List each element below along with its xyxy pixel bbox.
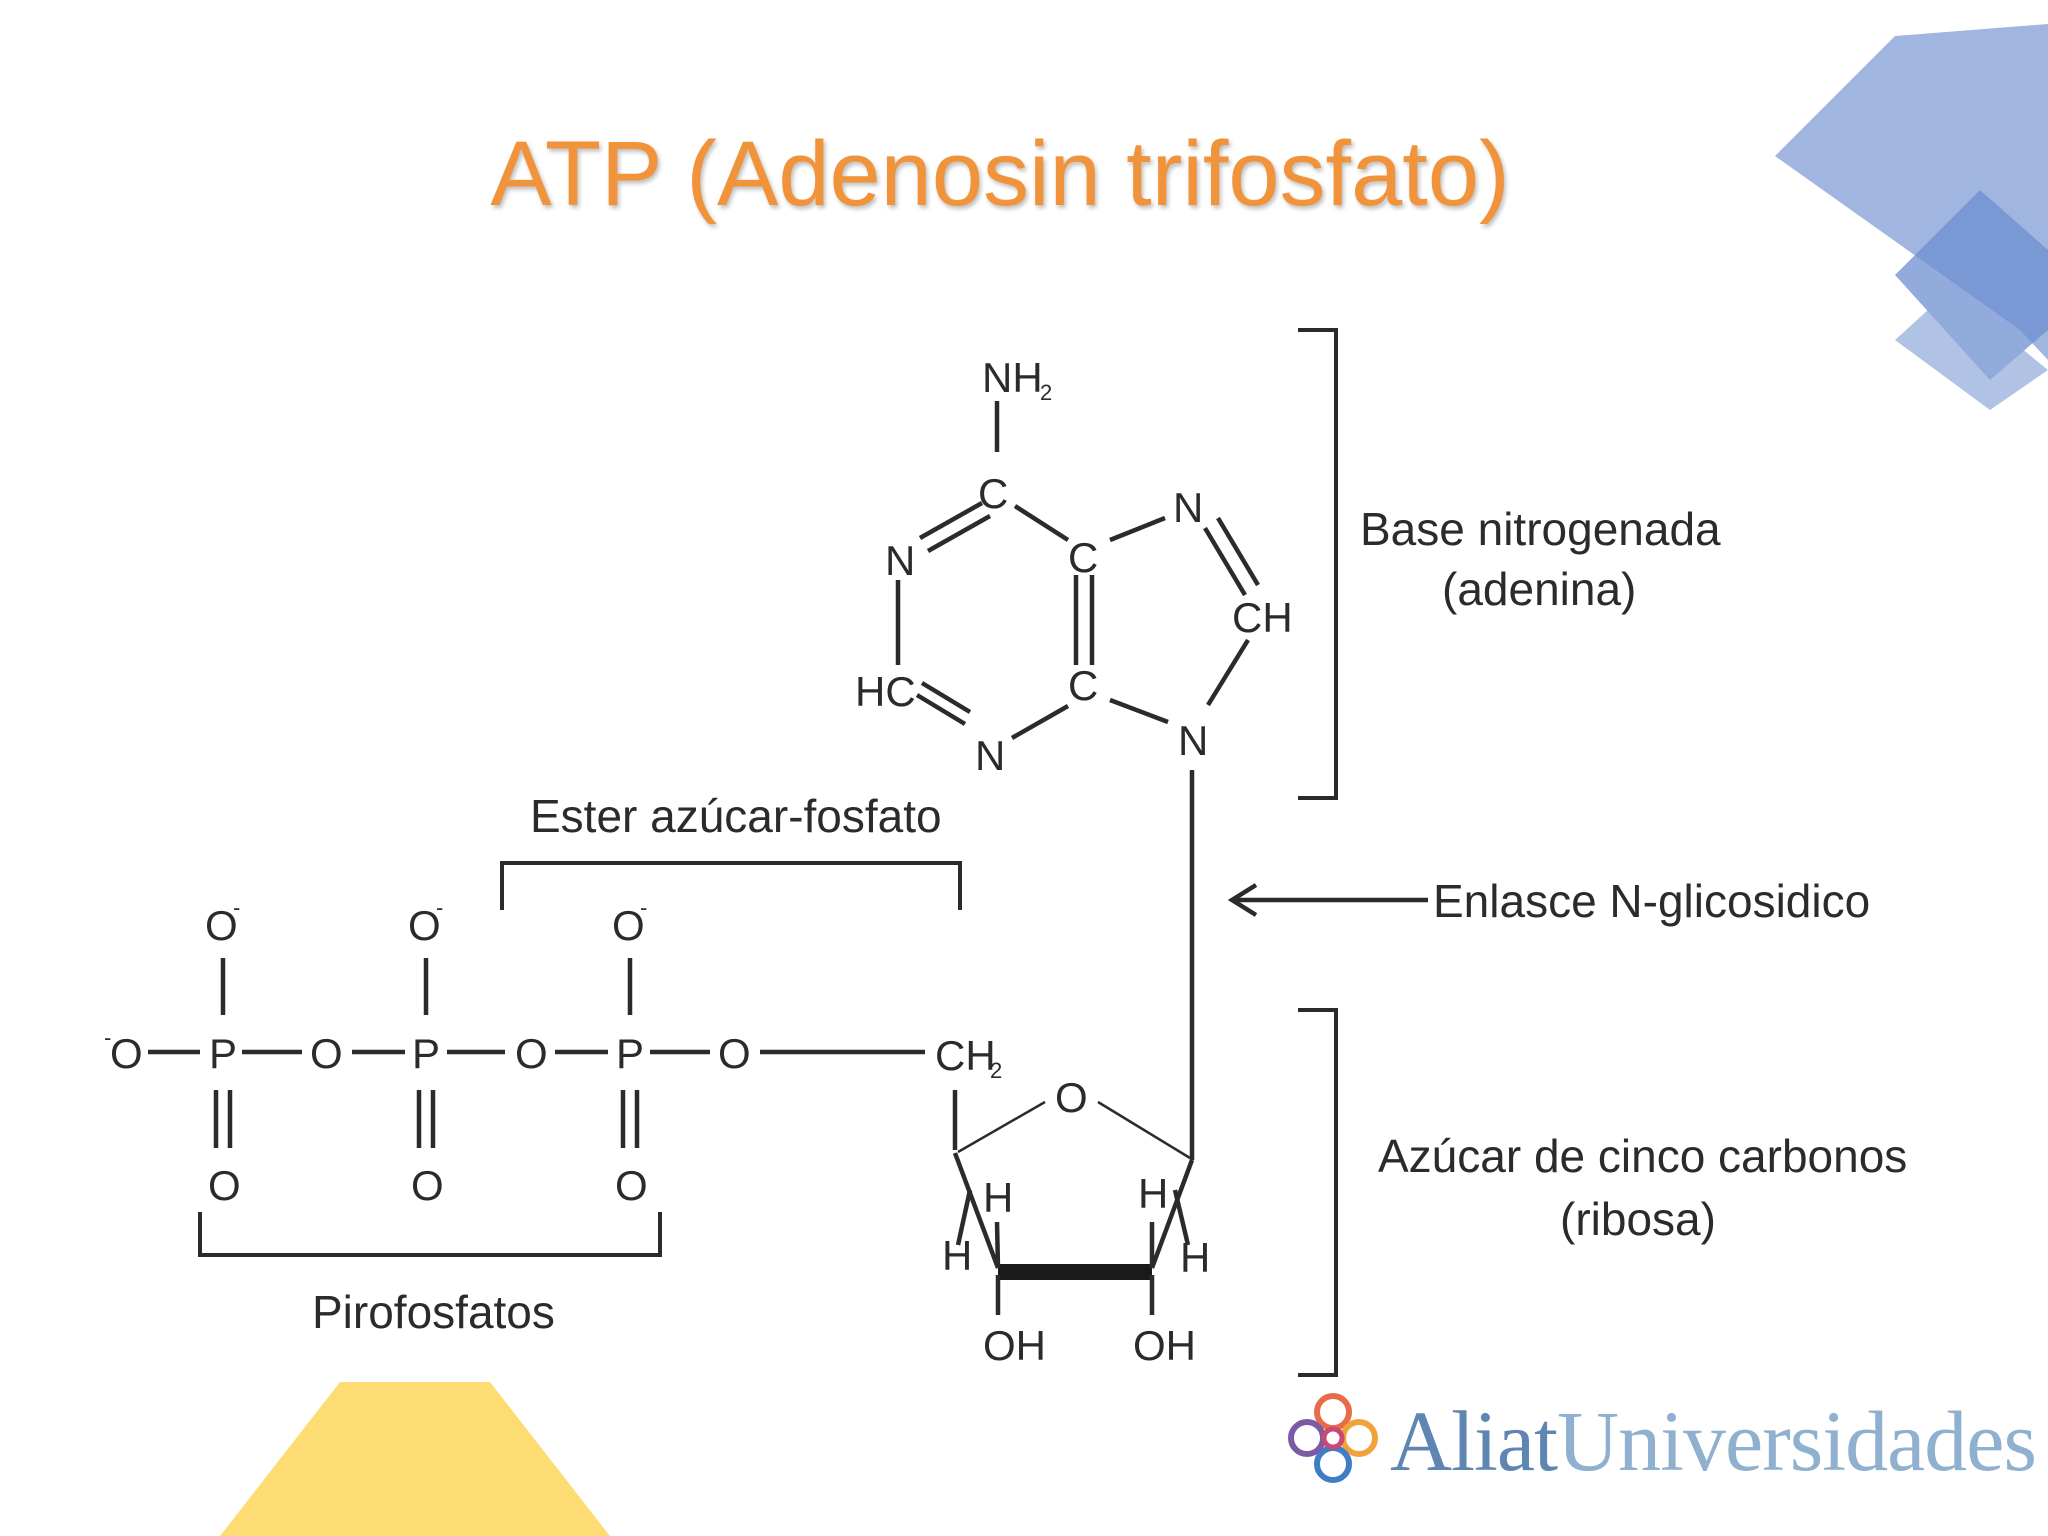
sugar-bracket — [1298, 1008, 1338, 1377]
atom-terminal-minus: - — [104, 1025, 111, 1050]
atom-o-bridge-1: O — [310, 1030, 343, 1077]
atom-h-right-inner: H — [1138, 1170, 1168, 1217]
adenine-atoms: NH 2 C N C N CH HC C N N — [855, 354, 1293, 779]
atom-ch8: CH — [1232, 594, 1293, 641]
glycosidic-arrow — [1227, 883, 1428, 917]
slide-title: ATP (Adenosin trifosfato) — [490, 123, 1510, 225]
phosphate-atoms: - O P O P O P O O - O - O - O O O — [104, 895, 751, 1209]
atom-h-left-outer: H — [942, 1232, 972, 1279]
atom-o-top-2: O — [408, 902, 441, 949]
label-glycosidic-bond: Enlasce N-glicosidico — [1433, 875, 1870, 927]
pyrophosphate-bracket — [198, 1212, 662, 1257]
atom-p1: P — [209, 1030, 237, 1077]
aliat-flower-icon — [1288, 1393, 1378, 1483]
atom-c6: C — [978, 470, 1008, 517]
atom-h-right-outer: H — [1180, 1234, 1210, 1281]
yellow-corner-shape — [220, 1382, 610, 1536]
atom-n3: N — [975, 732, 1005, 779]
base-bracket — [1298, 328, 1338, 800]
atom-c4: C — [1068, 662, 1098, 709]
atom-o-terminal: O — [110, 1030, 143, 1077]
atom-o-top-3: O — [612, 902, 645, 949]
atom-c5: C — [1068, 534, 1098, 581]
atom-ring-oxygen: O — [1055, 1074, 1088, 1121]
atom-o-top-3-minus: - — [640, 895, 647, 920]
atom-nh2-subscript: 2 — [1040, 380, 1052, 405]
adenine-bonds — [895, 401, 1260, 740]
atom-n7: N — [1173, 484, 1203, 531]
atom-ch2-subscript: 2 — [990, 1058, 1002, 1083]
atom-hc2: HC — [855, 668, 916, 715]
label-sugar-line1: Azúcar de cinco carbonos — [1378, 1130, 1907, 1182]
ribose-atoms: CH 2 O H H H H OH OH — [935, 1032, 1210, 1369]
logo-text-universidades: Universidades — [1556, 1393, 2037, 1489]
label-ester: Ester azúcar-fosfato — [530, 790, 942, 842]
logo-text: AliatUniversidades — [1390, 1398, 2037, 1484]
ribose-bonds — [952, 1090, 1195, 1315]
label-base-line1: Base nitrogenada — [1360, 503, 1721, 555]
label-sugar-line2: (ribosa) — [1560, 1193, 1716, 1245]
atom-nh2: NH — [982, 354, 1043, 401]
atom-h-left-inner: H — [983, 1174, 1013, 1221]
atom-o-bottom-1: O — [208, 1162, 241, 1209]
atom-n9: N — [1178, 717, 1208, 764]
atom-p2: P — [412, 1030, 440, 1077]
atom-oh-left: OH — [983, 1322, 1046, 1369]
atom-n1: N — [885, 537, 915, 584]
atom-o-bottom-2: O — [411, 1162, 444, 1209]
atom-ch2: CH — [935, 1032, 996, 1079]
phosphate-bonds — [148, 958, 925, 1148]
atom-o-top-1-minus: - — [233, 895, 240, 920]
aliat-logo: AliatUniversidades — [1285, 1390, 2037, 1500]
atom-o-bridge-2: O — [515, 1030, 548, 1077]
atom-o-bridge-3: O — [718, 1030, 751, 1077]
atom-o-top-1: O — [205, 902, 238, 949]
atom-p3: P — [616, 1030, 644, 1077]
atom-o-top-2-minus: - — [436, 895, 443, 920]
label-pyrophosphates: Pirofosfatos — [312, 1286, 555, 1338]
logo-text-aliat: Aliat — [1390, 1393, 1558, 1489]
atom-oh-right: OH — [1133, 1322, 1196, 1369]
atom-o-bottom-3: O — [615, 1162, 648, 1209]
label-base-line2: (adenina) — [1442, 563, 1636, 615]
ester-bracket — [500, 861, 962, 910]
